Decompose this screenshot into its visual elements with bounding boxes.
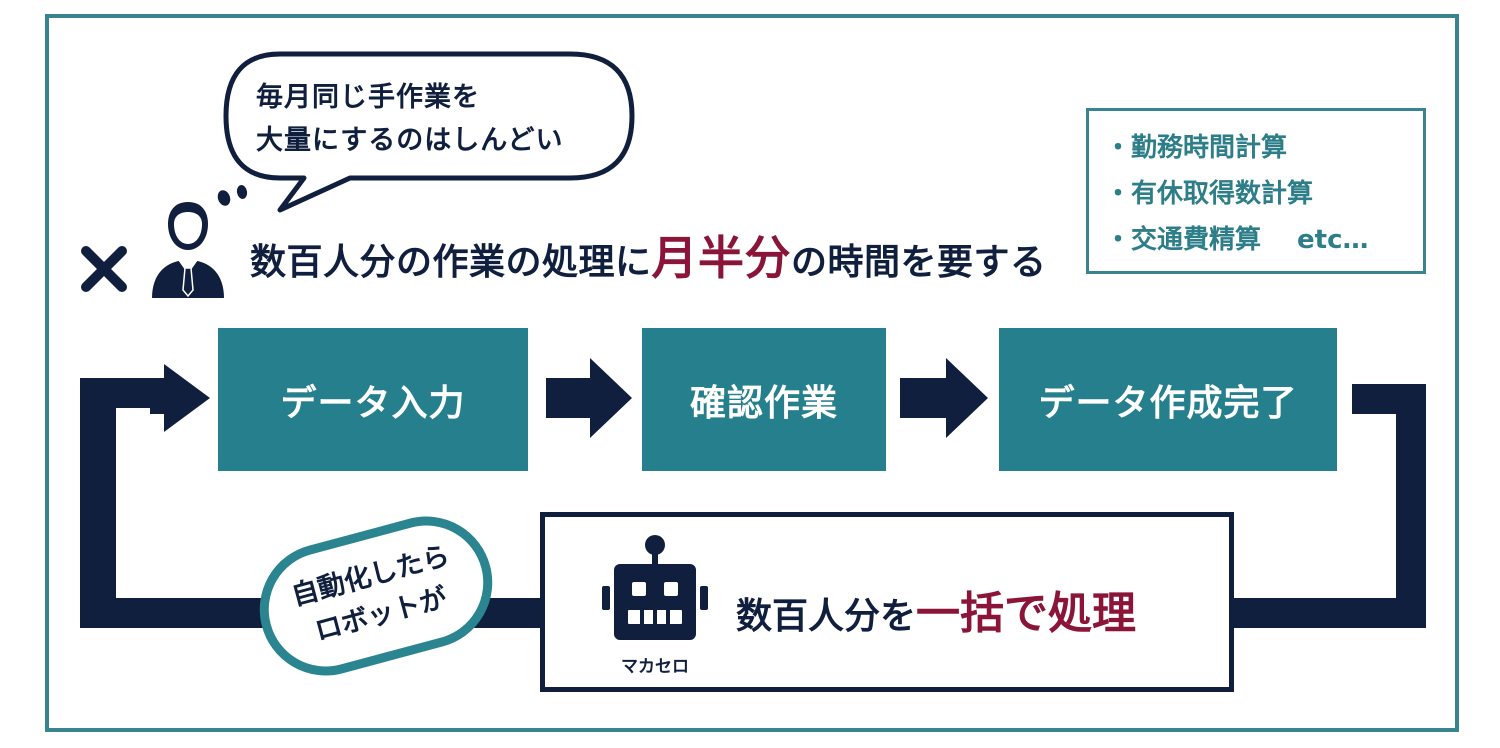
list-item: ・勤務時間計算 <box>1105 125 1423 171</box>
bullet: ・ <box>1105 225 1132 255</box>
result-highlight: 一括で処理 <box>916 588 1137 639</box>
speech-line-1: 毎月同じ手作業を <box>256 82 480 113</box>
diagram-frame <box>45 14 1459 732</box>
bullet: ・ <box>1105 179 1132 209</box>
headline-after: の時間を要する <box>791 242 1047 283</box>
robot-icon <box>602 535 708 640</box>
speech-bubble <box>223 51 635 213</box>
sweat-drops-icon <box>217 185 248 206</box>
headline-before: 数百人分の作業の処理に <box>250 242 652 283</box>
item-label: 交通費精算 <box>1131 225 1262 255</box>
list-item: ・有休取得数計算 <box>1105 171 1423 217</box>
cross-icon <box>81 246 127 292</box>
item-label: 勤務時間計算 <box>1131 133 1288 163</box>
speech-bubble-text: 毎月同じ手作業を 大量にするのはしんどい <box>256 76 636 162</box>
step-data-complete: データ作成完了 <box>999 328 1337 471</box>
result-text: 数百人分を一括で処理 <box>736 577 1136 641</box>
problem-headline: 数百人分の作業の処理に月半分の時間を要する <box>250 222 1047 288</box>
worker-person-icon <box>152 202 224 298</box>
etc-label: etc… <box>1297 225 1369 255</box>
item-label: 有休取得数計算 <box>1131 179 1314 209</box>
bullet: ・ <box>1105 133 1132 163</box>
list-item: ・交通費精算 etc… <box>1105 217 1423 263</box>
result-before: 数百人分を <box>736 596 917 637</box>
robot-name-label: マカセロ <box>621 657 689 677</box>
step-data-entry: データ入力 <box>218 328 528 471</box>
step-verification: 確認作業 <box>642 328 886 471</box>
speech-line-2: 大量にするのはしんどい <box>256 125 564 156</box>
headline-highlight: 月半分 <box>651 231 792 285</box>
